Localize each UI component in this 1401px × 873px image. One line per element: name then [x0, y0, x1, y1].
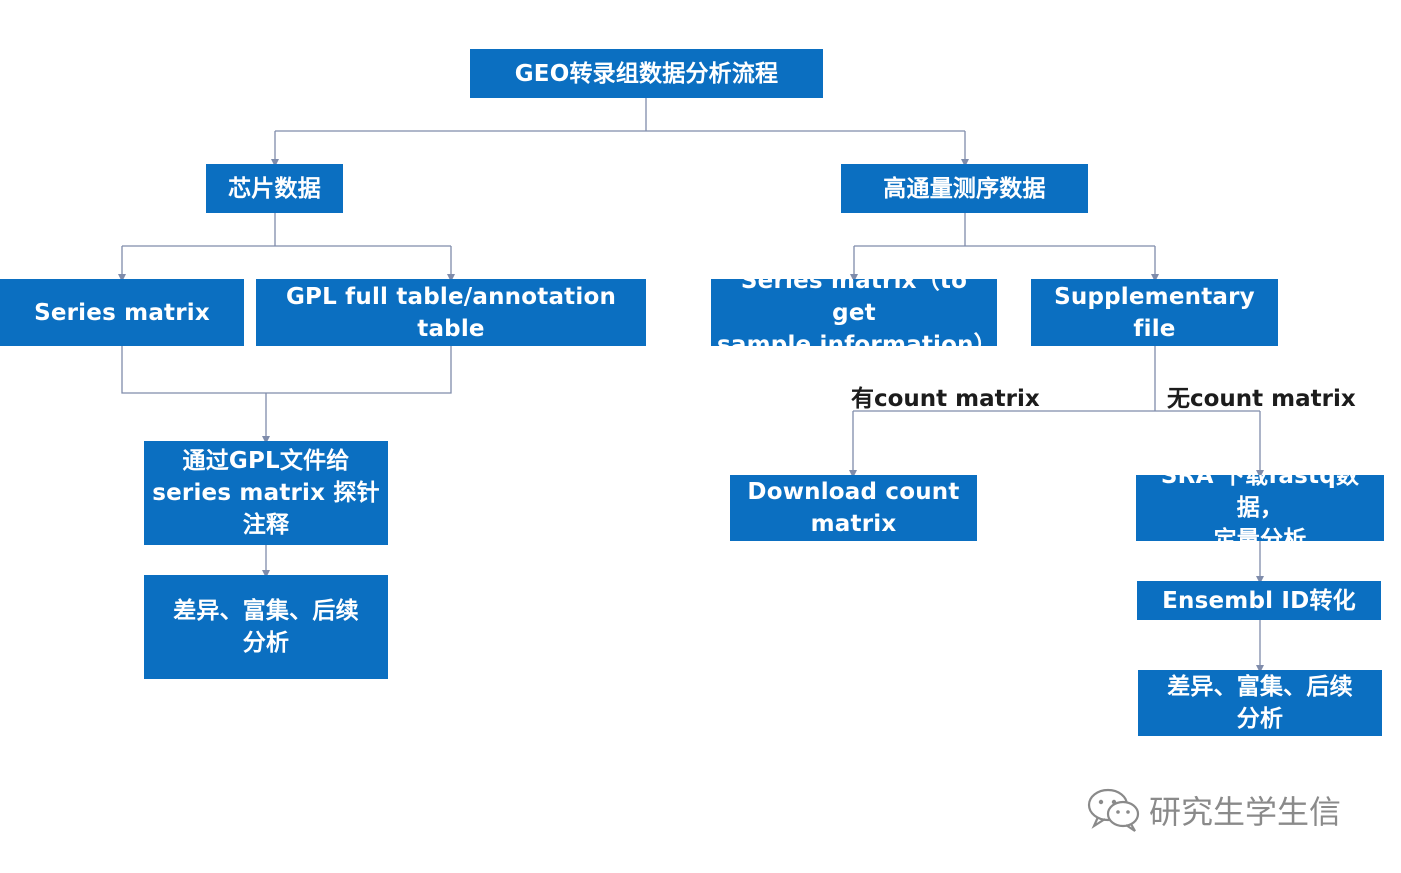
connector-root-split	[275, 98, 965, 132]
node-root: GEO转录组数据分析流程	[470, 49, 823, 98]
connector-merge	[121, 346, 452, 394]
wechat-icon	[1087, 788, 1140, 832]
node-gpl-annotation: 通过GPL文件给 series matrix 探针 注释	[144, 441, 388, 545]
node-download-count: Download count matrix	[730, 475, 977, 541]
node-downstream-left: 差异、富集、后续 分析	[144, 575, 388, 679]
node-downstream-right: 差异、富集、后续 分析	[1138, 670, 1382, 736]
node-series-matrix: Series matrix	[0, 279, 244, 346]
watermark-text: 研究生学生信	[1149, 793, 1342, 831]
node-hts: 高通量测序数据	[841, 164, 1088, 213]
node-ensembl-id: Ensembl ID转化	[1137, 581, 1381, 620]
node-gpl-table: GPL full table/annotation table	[256, 279, 646, 346]
node-supplementary: Supplementary file	[1031, 279, 1278, 346]
edge-label-with-count: 有count matrix	[851, 386, 1040, 412]
watermark: 研究生学生信	[1085, 785, 1341, 835]
edge-label-without-count: 无count matrix	[1167, 386, 1356, 412]
node-microarray: 芯片数据	[206, 164, 343, 213]
connector-microarray-split	[122, 213, 451, 247]
connector-hts-split	[854, 213, 1155, 247]
node-sra-fastq: SRA 下载fastq数据， 定量分析	[1136, 475, 1384, 541]
node-series-matrix-sample: Series matrix（to get sample information）	[711, 279, 997, 346]
